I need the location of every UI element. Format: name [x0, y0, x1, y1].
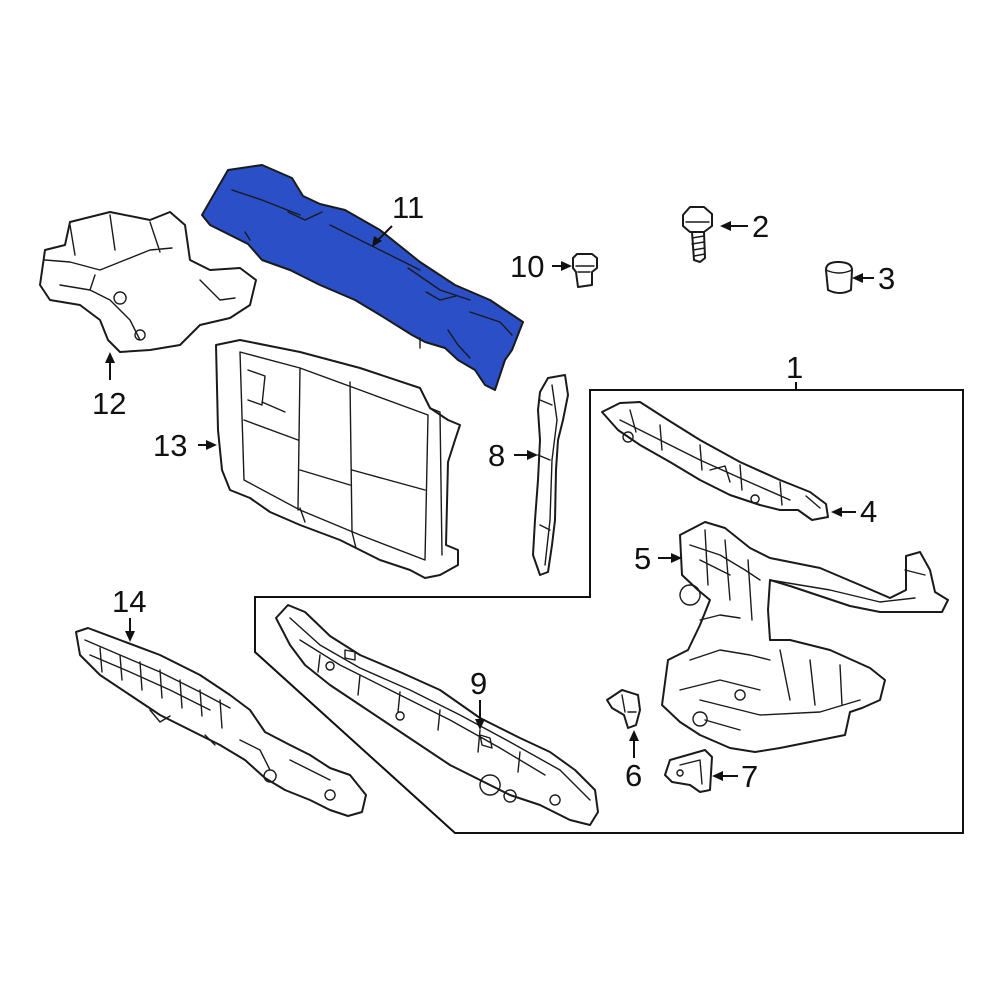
callout-5[interactable]: 5 [634, 541, 651, 576]
upper-air-guide-ridges [231, 189, 513, 359]
radiator-seal-frame-inner [239, 351, 443, 561]
gusset-shape [664, 749, 713, 793]
bolt-head [682, 206, 713, 233]
left-air-guide-shape [39, 211, 257, 353]
clip-detail [575, 265, 595, 273]
side-support-shape [661, 521, 949, 753]
assembly-group-outline [254, 389, 964, 834]
callout-1[interactable]: 1 [786, 350, 803, 385]
part-3-cap[interactable] [825, 261, 853, 294]
part-7-gusset[interactable] [664, 749, 713, 793]
callout-labels: 11 12 13 8 10 2 3 1 4 5 6 7 9 14 [92, 190, 895, 794]
part-5-side-support[interactable] [661, 521, 949, 753]
part-14-lower-beam[interactable] [75, 627, 367, 817]
gusset-detail [676, 759, 703, 785]
arrow-6 [629, 730, 639, 741]
callout-14[interactable]: 14 [112, 584, 146, 619]
arrow-4 [831, 507, 842, 517]
side-bracket-edges [537, 384, 558, 566]
lower-crossmember-ribs [289, 617, 591, 806]
callout-6[interactable]: 6 [625, 758, 642, 793]
callout-11[interactable]: 11 [392, 190, 424, 225]
part-2-bolt[interactable] [682, 206, 713, 263]
bolt-thread [685, 221, 710, 257]
callout-4[interactable]: 4 [860, 494, 877, 529]
part-11-upper-air-guide[interactable] [201, 164, 524, 391]
lower-beam-grille [84, 639, 336, 801]
arrow-10 [561, 261, 572, 271]
callout-10[interactable]: 10 [510, 249, 544, 284]
callout-8[interactable]: 8 [488, 438, 505, 473]
side-bracket-shape [532, 374, 569, 576]
part-8-side-bracket[interactable] [532, 374, 569, 576]
arrow-9 [475, 719, 485, 730]
arrow-13 [206, 440, 217, 450]
callout-9[interactable]: 9 [470, 666, 487, 701]
clip-shape [572, 253, 598, 288]
leaders [105, 221, 874, 781]
upper-support-ribs [619, 409, 821, 509]
callout-7[interactable]: 7 [741, 759, 758, 794]
callout-3[interactable]: 3 [878, 261, 895, 296]
leader-11 [377, 225, 393, 241]
part-4-upper-support[interactable] [601, 401, 829, 521]
part-9-lower-crossmember[interactable] [275, 604, 599, 826]
cap-shape [825, 261, 853, 294]
arrow-7 [712, 771, 723, 781]
arrow-3 [852, 273, 863, 283]
part-13-radiator-seal-frame[interactable] [215, 339, 461, 579]
side-support-inner [679, 529, 926, 731]
callout-13[interactable]: 13 [153, 428, 187, 463]
upper-support-shape [601, 401, 829, 521]
arrow-5 [671, 553, 682, 563]
callout-2[interactable]: 2 [752, 209, 769, 244]
callout-12[interactable]: 12 [92, 386, 126, 421]
cap-detail [825, 269, 853, 274]
arrow-11 [372, 236, 382, 247]
upper-air-guide-shape [201, 164, 524, 391]
arrow-8 [527, 450, 538, 460]
small-bracket-shape [606, 689, 641, 729]
radiator-seal-frame-outer [215, 339, 461, 579]
part-10-clip[interactable] [572, 253, 598, 288]
arrow-14 [125, 631, 135, 642]
arrow-2 [720, 221, 731, 231]
part-6-bracket[interactable] [606, 689, 641, 729]
arrow-12 [105, 352, 115, 363]
small-bracket-detail [621, 694, 637, 713]
part-12-left-air-guide[interactable] [39, 211, 257, 353]
left-air-guide-ribs [44, 214, 236, 341]
